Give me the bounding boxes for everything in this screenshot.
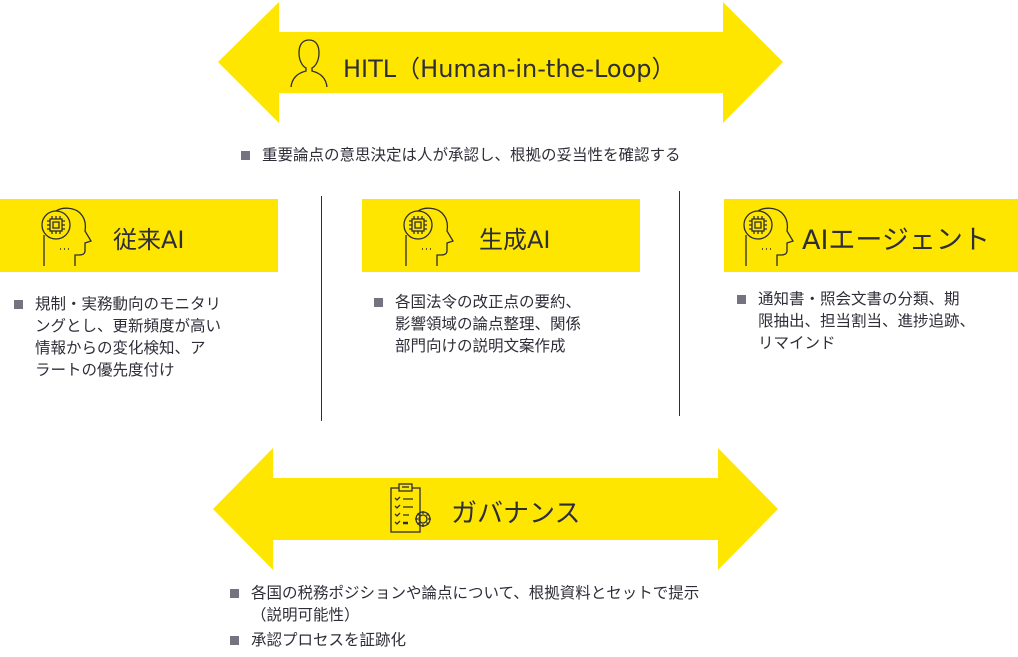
governance-header: ガバナンス [389,482,580,540]
bullet-square-icon [230,636,239,645]
card-ai-agent-bullet: 通知書・照会文書の分類、期 限抽出、担当割当、進捗追跡、 リマインド [737,288,975,354]
card-generative-ai-header: 生成AI [362,199,640,272]
card-generative-ai-bullet: 各国法令の改正点の要約、 影響領域の論点整理、関係 部門向けの説明文案作成 [374,291,581,357]
column-divider-right [679,191,680,416]
hitl-title: HITL（Human-in-the-Loop） [343,54,676,83]
card-traditional-ai-header: 従来AI [0,199,278,272]
ai-head-chip-icon [36,203,98,273]
clipboard-gear-icon [389,482,435,540]
governance-bullet-2: 承認プロセスを証跡化 [230,629,406,651]
governance-bullet-1: 各国の税務ポジションや論点について、根拠資料とセットで提示 （説明可能性） [230,582,699,626]
card-ai-agent-header: AIエージェント [724,199,1018,272]
hitl-bullet: 重要論点の意思決定は人が承認し、根拠の妥当性を確認する [241,144,681,166]
ai-head-chip-icon [398,203,460,273]
card-title: 従来AI [113,226,185,254]
bullet-square-icon [14,300,23,309]
hitl-header: HITL（Human-in-the-Loop） [289,38,676,94]
governance-title: ガバナンス [451,498,581,529]
card-title: AIエージェント [802,225,990,256]
person-icon [289,38,329,94]
bullet-square-icon [737,295,746,304]
card-traditional-ai-bullet: 規制・実務動向のモニタリ ングとし、更新頻度が高い 情報からの変化検知、ア ラー… [14,293,221,381]
bullet-square-icon [230,589,239,598]
card-title: 生成AI [479,226,551,254]
column-divider-left [321,196,322,421]
bullet-square-icon [241,151,250,160]
bullet-square-icon [374,298,383,307]
ai-head-chip-icon [738,203,800,273]
